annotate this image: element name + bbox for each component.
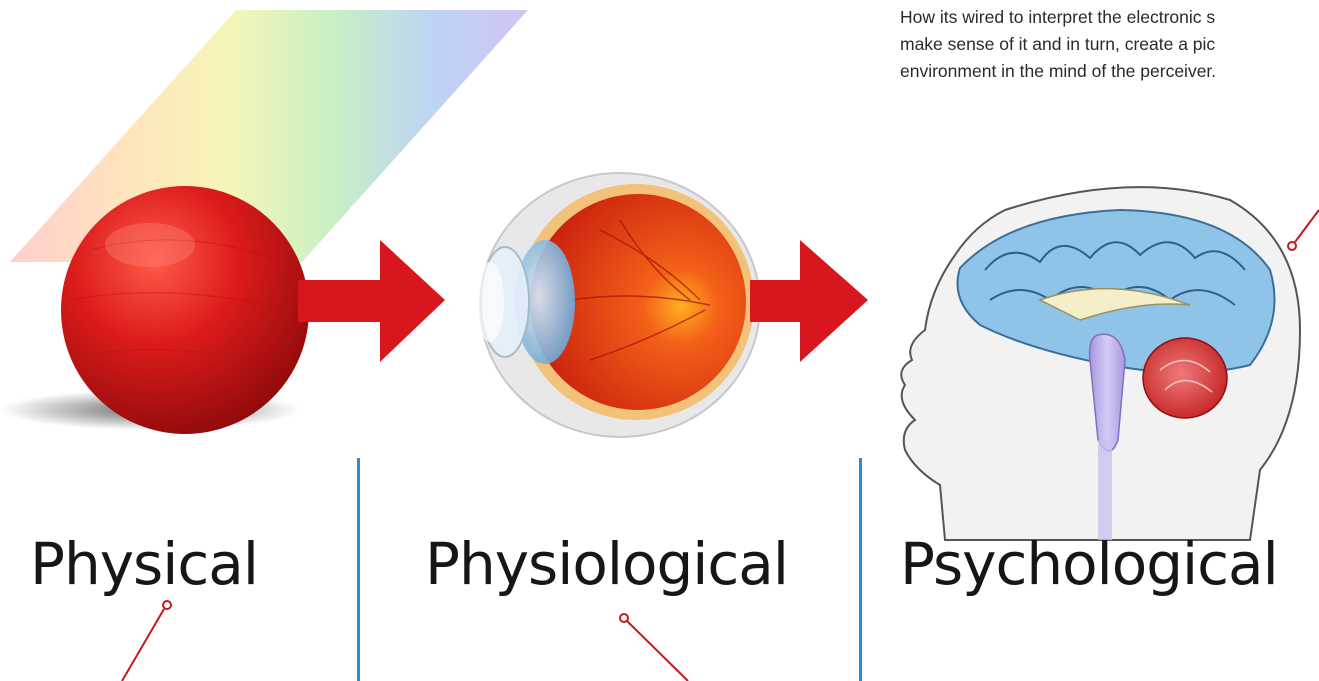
annotation-line: make sense of it and in turn, create a p…: [900, 31, 1319, 58]
callout-psychological: [1288, 210, 1319, 250]
annotation-line: How its wired to interpret the electroni…: [900, 4, 1319, 31]
callout-physical: [122, 601, 171, 681]
stage-label-physiological: Physiological: [425, 528, 788, 600]
stage-label-physical: Physical: [30, 528, 258, 600]
right-arrow-icon: [750, 240, 868, 362]
stage-label-psychological: Psychological: [900, 528, 1278, 600]
brain-head-profile-icon: [901, 187, 1300, 540]
divider-left: [357, 458, 360, 681]
annotation-text: How its wired to interpret the electroni…: [900, 4, 1319, 104]
annotation-line: environment in the mind of the perceiver…: [900, 58, 1319, 85]
callout-physiological: [620, 614, 688, 681]
right-arrow-icon: [298, 240, 445, 362]
eye-cross-section-icon: [476, 173, 760, 437]
red-ball-icon: [61, 186, 309, 434]
divider-right: [859, 458, 862, 681]
